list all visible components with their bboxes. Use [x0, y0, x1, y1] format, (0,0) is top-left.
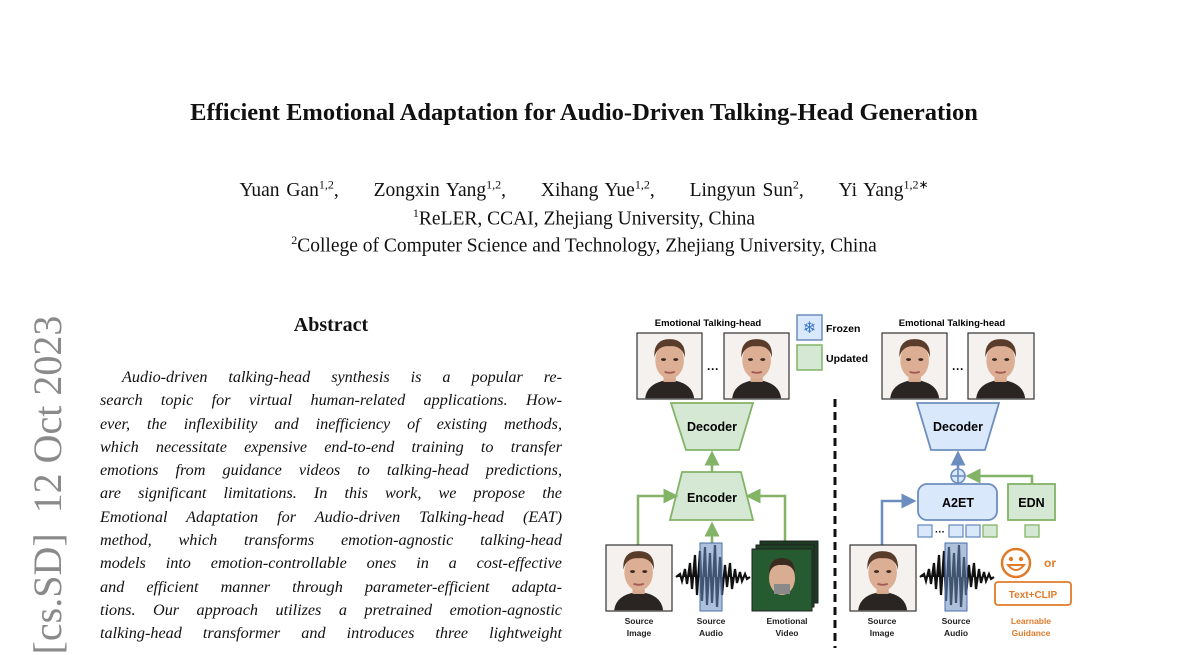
arrow [880, 493, 917, 545]
author-name: Xihang Yue [540, 179, 635, 201]
author-sup: 1,2 [634, 177, 650, 191]
encoder-label: Encoder [687, 491, 737, 505]
audio-waveform-icon [674, 542, 752, 612]
ellipsis: ··· [707, 362, 719, 376]
emotional-video-stack [751, 540, 819, 612]
author-name: Lingyun Sun [689, 179, 793, 201]
author-list: Yuan Gan1,2, Zongxin Yang1,2, Xihang Yue… [0, 177, 1168, 202]
decoder-right-label: Decoder [933, 420, 983, 434]
abstract-line: emotions from guidance videos to talking… [100, 461, 562, 480]
author-name: Zongxin Yang [373, 179, 487, 201]
abstract-heading: Abstract [293, 314, 369, 336]
or-label: or [1044, 556, 1056, 570]
abstract-line: tions. Our approach utilizes a pretraine… [100, 600, 562, 619]
token [948, 524, 964, 538]
author-name: Yuan Gan [239, 179, 319, 201]
arrow [745, 488, 787, 541]
add-icon [950, 468, 966, 484]
decoder-right-block [915, 402, 1001, 451]
a2et-block [917, 483, 998, 521]
updated-legend-label: Updated [826, 353, 868, 365]
frozen-legend-label: Frozen [826, 323, 860, 335]
encoder-block [668, 471, 755, 521]
input-label: Learnable [1011, 616, 1051, 626]
abstract-line: Audio-driven talking-head synthesis is a… [122, 368, 562, 386]
affiliation-sup: 1 [412, 206, 419, 220]
author-sup: 1,2 [486, 177, 502, 191]
abstract-line: search topic for virtual human-related a… [100, 391, 562, 410]
affiliation-text: ReLER, CCAI, Zhejiang University, China [418, 208, 756, 230]
left-output-label: Emotional Talking-head [655, 318, 762, 329]
text-clip-label: Text+CLIP [1009, 590, 1058, 601]
input-label: Source [625, 616, 654, 626]
output-face-image [967, 332, 1035, 400]
input-label: Audio [699, 628, 723, 638]
input-label: Source [942, 616, 971, 626]
edn-label: EDN [1018, 496, 1044, 510]
output-face-image [881, 332, 949, 400]
input-label: Image [870, 628, 895, 638]
author-sup: 1,2∗ [903, 177, 929, 191]
abstract-body: Audio-driven talking-head synthesis is a… [100, 366, 562, 646]
source-image-left [605, 544, 673, 612]
token [917, 524, 933, 538]
token [1024, 524, 1040, 538]
affiliation-sup: 2 [291, 233, 298, 247]
affiliation-text: College of Computer Science and Technolo… [297, 235, 877, 257]
input-label: Source [697, 616, 726, 626]
token [965, 524, 981, 538]
arrow [965, 468, 1034, 484]
arrow [636, 488, 679, 545]
input-label: Video [776, 628, 799, 638]
edn-block [1007, 483, 1056, 521]
author: Lingyun Sun2, [689, 177, 804, 201]
input-label: Guidance [1012, 628, 1051, 638]
a2et-label: A2ET [942, 496, 974, 510]
abstract-line: models into emotion-controllable ones in… [100, 554, 562, 573]
source-image-right [849, 544, 917, 612]
decoder-left-label: Decoder [687, 420, 737, 434]
abstract-line: which necessitate expensive end-to-end t… [100, 437, 562, 456]
author-sup: 2 [792, 177, 799, 191]
updated-legend-swatch [796, 344, 823, 371]
smiley-emoji-icon [1000, 547, 1032, 579]
ellipsis: ··· [935, 527, 945, 538]
abstract-line: are significant limitations. In this wor… [100, 484, 562, 503]
input-label: Audio [944, 628, 968, 638]
frozen-legend-swatch [796, 314, 823, 341]
decoder-left-block [669, 402, 755, 451]
author: Yi Yang1,2∗ [838, 177, 929, 201]
paper-title: Efficient Emotional Adaptation for Audio… [190, 99, 978, 126]
abstract-line: Emotional Adaptation for Audio-driven Ta… [100, 507, 562, 526]
affiliation-1: 1ReLER, CCAI, Zhejiang University, China [0, 206, 1168, 231]
snowflake-icon: ❄ [803, 320, 816, 337]
ellipsis: ··· [952, 362, 964, 376]
affiliation-2: 2College of Computer Science and Technol… [0, 233, 1168, 258]
author: Yuan Gan1,2, [239, 177, 339, 201]
audio-waveform-icon [918, 542, 996, 612]
output-face-image [723, 332, 791, 400]
author-name: Yi Yang [838, 179, 904, 201]
input-label: Emotional [766, 616, 807, 626]
input-label: Image [627, 628, 652, 638]
author-sup: 1,2 [318, 177, 334, 191]
abstract-line: and efficient manner through parameter-e… [100, 577, 562, 596]
token [982, 524, 998, 538]
input-label: Source [868, 616, 897, 626]
author: Xihang Yue1,2, [540, 177, 655, 201]
right-output-label: Emotional Talking-head [899, 318, 1006, 329]
text-clip-box [994, 581, 1072, 606]
author: Zongxin Yang1,2, [373, 177, 507, 201]
abstract-line: talking-head transformer and introduces … [100, 624, 562, 643]
output-face-image [636, 332, 704, 400]
abstract-line: ever, the inflexibility and inefficiency… [100, 414, 562, 433]
abstract-line: method, which transforms emotion-agnosti… [100, 531, 562, 550]
